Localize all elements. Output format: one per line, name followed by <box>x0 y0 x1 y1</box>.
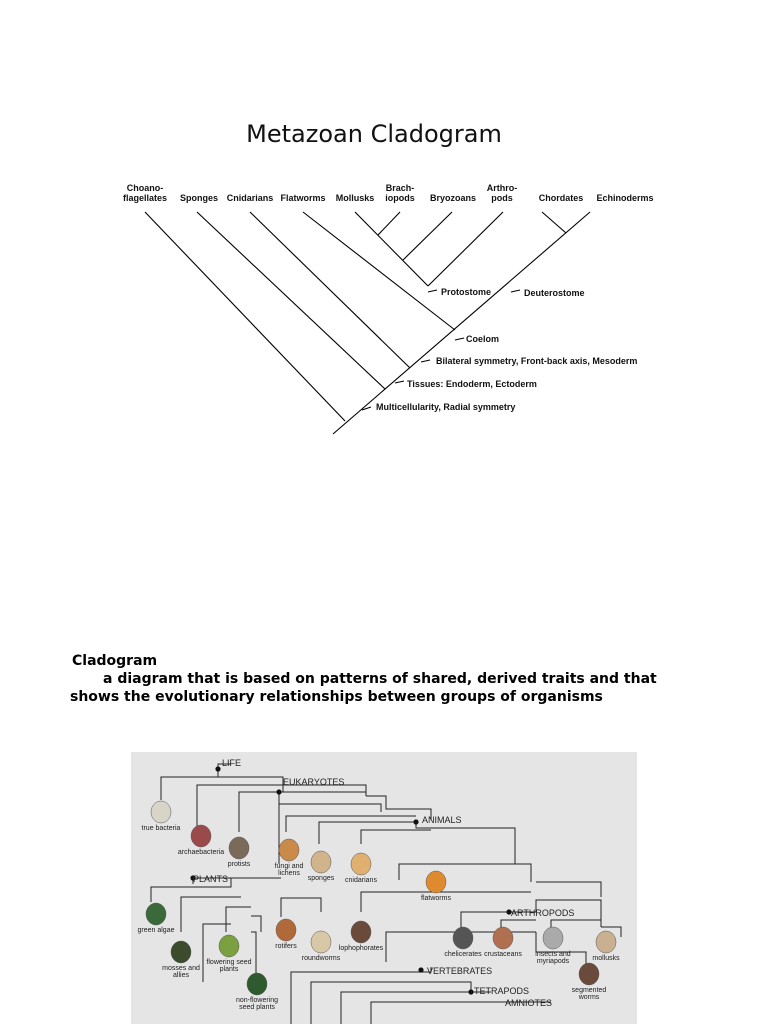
clade-label: PLANTS <box>193 874 228 884</box>
organism-label: archaebacteria <box>178 849 224 856</box>
clade-label: VERTEBRATES <box>427 966 492 976</box>
organism-label: lophophorates <box>339 945 384 952</box>
tree-of-life-figure: LIFE EUKARYOTES ANIMALS PLANTS ARTHROPODS VER… <box>131 752 637 1024</box>
metazoan-cladogram: Choano-flagellates Sponges Cnidarians Flatw… <box>123 183 654 435</box>
organism-label: chelicerates <box>444 951 482 958</box>
definition-term: Cladogram <box>72 653 158 669</box>
taxon-label: Mollusks <box>336 193 375 203</box>
chelicerate-icon <box>452 926 474 950</box>
organism-label: myriapods <box>537 958 570 965</box>
organism-label: sponges <box>308 875 335 882</box>
moss-icon <box>170 940 192 964</box>
taxon-label: Arthro- <box>487 183 518 193</box>
trait-tissues: Tissues: Endoderm, Ectoderm <box>407 379 537 389</box>
worm-icon <box>578 962 600 986</box>
organism-label: plants <box>220 966 239 973</box>
taxon-label: Choano- <box>127 183 164 193</box>
bacteria-jar-icon <box>150 800 172 824</box>
trait-deuterostome: Deuterostome <box>524 288 585 298</box>
protist-icon <box>228 836 250 860</box>
organism-label: rotifers <box>275 943 297 950</box>
organism-label: seed plants <box>239 1004 275 1011</box>
organism-label: allies <box>173 972 189 979</box>
clade-label: AMNIOTES <box>505 998 552 1008</box>
taxon-label: Echinoderms <box>596 193 653 203</box>
roundworm-jar-icon <box>310 930 332 954</box>
shell-icon <box>595 930 617 954</box>
organism-label: non-flowering <box>236 997 278 1004</box>
taxon-label: Flatworms <box>280 193 325 203</box>
algae-icon <box>145 902 167 926</box>
conifer-icon <box>246 972 268 996</box>
organism-label: worms <box>578 994 600 1001</box>
archaebacteria-jar-icon <box>190 824 212 848</box>
tree-of-life-diagram: LIFE EUKARYOTES ANIMALS PLANTS ARTHROPODS VER… <box>138 758 622 1024</box>
clade-label: EUKARYOTES <box>283 777 344 787</box>
clade-label: ANIMALS <box>422 815 462 825</box>
definition-text: a diagram that is based on patterns of s… <box>70 671 657 705</box>
organism-label: cnidarians <box>345 877 377 884</box>
organism-label: insects and <box>535 951 571 958</box>
clade-label: TETRAPODS <box>474 986 529 996</box>
page-title: Metazoan Cladogram <box>246 120 502 148</box>
flower-icon <box>218 934 240 958</box>
taxon-label: Cnidarians <box>227 193 274 203</box>
taxon-label: flagellates <box>123 193 167 203</box>
mushroom-icon <box>278 838 300 862</box>
organism-label: green algae <box>138 927 175 934</box>
organism-label: flatworms <box>421 895 451 902</box>
taxon-label: Chordates <box>539 193 584 203</box>
organism-label: roundworms <box>302 955 341 962</box>
organism-label: lichens <box>278 870 300 877</box>
taxon-label: Brach- <box>386 183 415 193</box>
organism-label: fungi and <box>275 863 304 870</box>
sponge-icon <box>310 850 332 874</box>
trait-coelom: Coelom <box>466 334 499 344</box>
clade-label: LIFE <box>222 758 241 768</box>
crab-icon <box>492 926 514 950</box>
organism-label: crustaceans <box>484 951 522 958</box>
organism-label: protists <box>228 861 251 868</box>
taxon-label: pods <box>491 193 513 203</box>
clade-label: ARTHROPODS <box>511 908 574 918</box>
organism-label: mosses and <box>162 965 200 972</box>
organism-label: true bacteria <box>142 825 181 832</box>
coral-icon <box>350 852 372 876</box>
lophophorate-jar-icon <box>350 920 372 944</box>
rotifer-icon <box>275 918 297 942</box>
taxon-label: Sponges <box>180 193 218 203</box>
trait-bilateral-symmetry: Bilateral symmetry, Front-back axis, Mes… <box>436 356 637 366</box>
organism-label: segmented <box>572 987 607 994</box>
taxon-label: Bryozoans <box>430 193 476 203</box>
insect-icon <box>542 926 564 950</box>
trait-multicellularity: Multicellularity, Radial symmetry <box>376 402 515 412</box>
organism-label: flowering seed <box>206 959 251 966</box>
flatworm-icon <box>425 870 447 894</box>
taxon-label: iopods <box>385 193 415 203</box>
trait-protostome: Protostome <box>441 287 491 297</box>
organism-label: mollusks <box>592 955 620 962</box>
